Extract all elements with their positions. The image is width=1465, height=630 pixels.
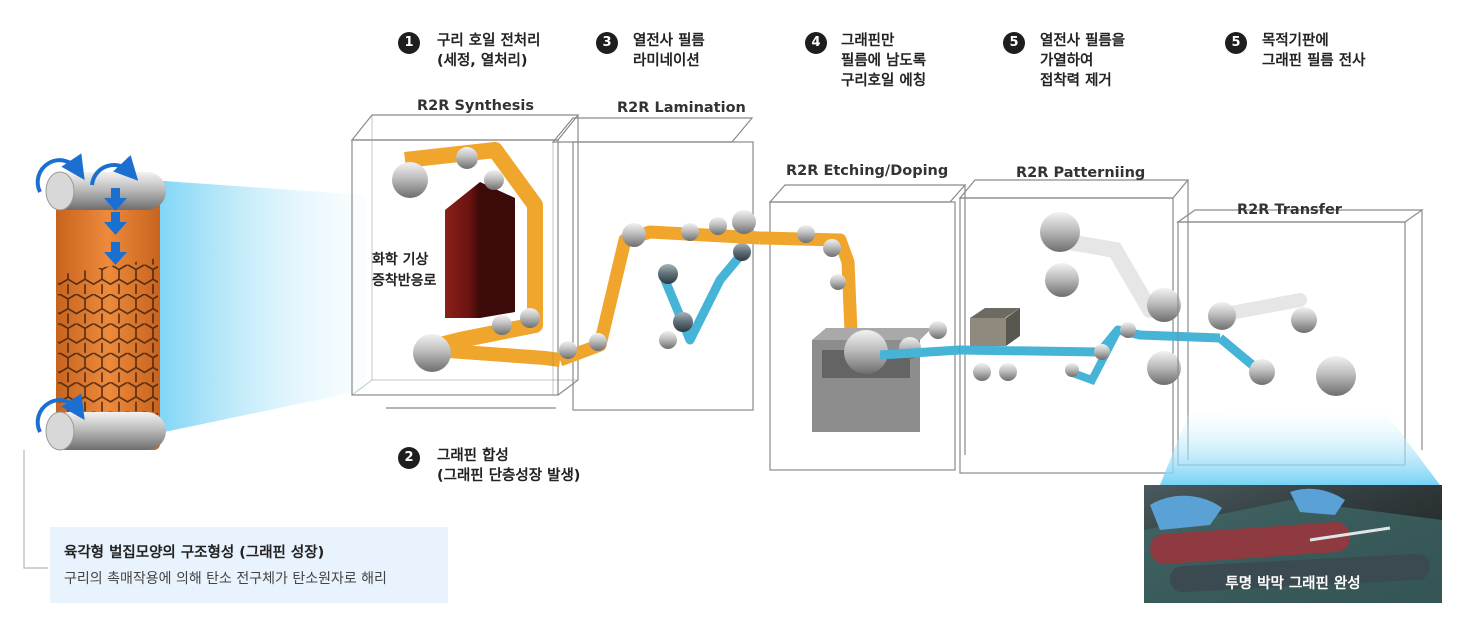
result-label: 투명 박막 그래핀 완성 — [1225, 576, 1361, 592]
callout-line — [23, 450, 48, 569]
magnify-beam — [150, 180, 365, 435]
step-badge-1: 1 — [398, 32, 420, 54]
step-2-line: 그래핀 합성 — [437, 448, 509, 464]
info-box: 육각형 벌집모양의 구조형성 (그래핀 성장) 구리의 촉매작용에 의해 탄소 … — [50, 527, 448, 603]
info-description: 구리의 촉매작용에 의해 탄소 전구체가 탄소원자로 해리 — [64, 571, 387, 587]
down-arrow-icon — [104, 188, 127, 265]
reactor-label: 화학 기상 증착반응로 — [372, 250, 436, 292]
cvd-reactor — [445, 182, 480, 318]
step-2-line: (그래핀 단층성장 발생) — [437, 468, 581, 484]
stage-label-synthesis: R2R Synthesis — [417, 98, 535, 114]
stage-label-lamination: R2R Lamination — [617, 100, 746, 116]
synthesis-foil-loop — [404, 142, 561, 367]
step-4-title: 그래핀만 필름에 남도록 구리호일 에칭 — [841, 31, 926, 91]
transfer-path — [1160, 293, 1440, 485]
step-3-title: 열전사 필름 라미네이션 — [633, 31, 705, 71]
step-badge-3: 3 — [596, 32, 618, 54]
synthesis-rollers — [392, 147, 540, 372]
result-beam — [1160, 405, 1440, 485]
step-3-line: 라미네이션 — [633, 53, 700, 69]
lamination-path — [557, 210, 761, 367]
step-1-line: (세정, 열처리) — [437, 53, 528, 69]
reactor-label-line: 증착반응로 — [372, 273, 437, 289]
patterning-path — [959, 212, 1221, 385]
reactor-label-line: 화학 기상 — [372, 252, 429, 268]
step-5a-line: 열전사 필름을 — [1040, 33, 1126, 49]
result-photo — [1144, 485, 1442, 603]
copper-foil-closeup — [23, 153, 365, 569]
synthesis-chamber — [350, 114, 580, 409]
step-1-title: 구리 호일 전처리 (세정, 열처리) — [437, 31, 540, 71]
step-badge-4: 4 — [805, 32, 827, 54]
step-5b-line: 목적기판에 — [1262, 33, 1329, 49]
step-4-line: 필름에 남도록 — [841, 53, 927, 69]
step-5b-line: 그래핀 필름 전사 — [1262, 53, 1366, 69]
step-5a-line: 접착력 제거 — [1040, 73, 1112, 89]
stage-label-etching: R2R Etching/Doping — [786, 163, 949, 179]
step-4-line: 구리호일 에칭 — [841, 73, 927, 89]
step-3-line: 열전사 필름 — [633, 33, 705, 49]
etching-chamber — [768, 184, 967, 471]
glove-icon — [1150, 495, 1222, 530]
step-badge-2: 2 — [398, 447, 420, 469]
step-5a-title: 열전사 필름을 가열하여 접착력 제거 — [1040, 31, 1125, 91]
lamination-chamber — [551, 117, 754, 411]
step-1-line: 구리 호일 전처리 — [437, 33, 541, 49]
step-5b-title: 목적기판에 그래핀 필름 전사 — [1262, 31, 1365, 71]
step-badge-5b: 5 — [1225, 32, 1247, 54]
stage-label-patterning: R2R Patterniing — [1016, 165, 1146, 181]
step-5a-line: 가열하여 — [1040, 53, 1094, 69]
patterning-stamp — [970, 318, 1006, 346]
rotation-arrow-icon — [35, 153, 139, 433]
step-badge-5a: 5 — [1003, 32, 1025, 54]
stage-label-transfer: R2R Transfer — [1237, 202, 1342, 218]
step-4-line: 그래핀만 — [841, 33, 895, 49]
top-roller — [45, 171, 166, 211]
step-2-title: 그래핀 합성 (그래핀 단층성장 발생) — [437, 446, 580, 486]
info-title: 육각형 벌집모양의 구조형성 (그래핀 성장) — [64, 545, 325, 561]
etching-path — [759, 225, 961, 432]
bottom-roller — [45, 411, 166, 451]
